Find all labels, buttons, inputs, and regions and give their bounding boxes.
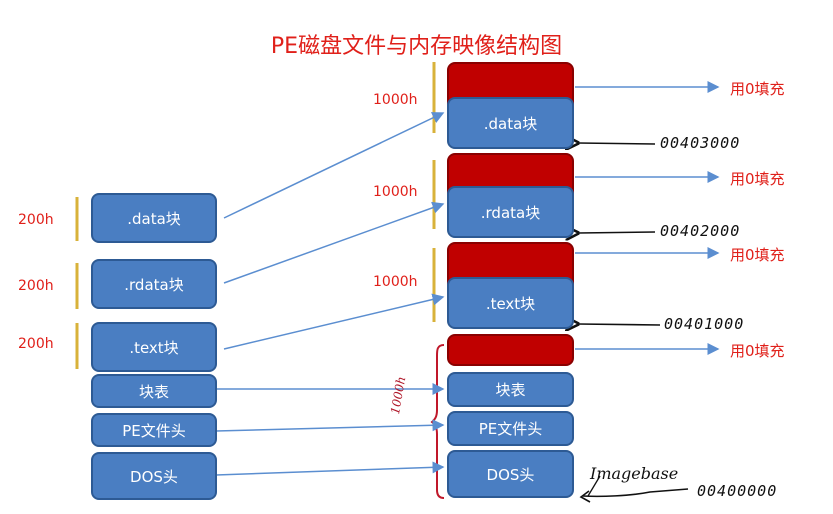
mem-section-table-block: 块表 xyxy=(447,372,574,407)
map-arrow-text xyxy=(223,293,445,350)
map-arrow-pe-header xyxy=(215,419,445,432)
disk-rdata-size: 200h xyxy=(18,278,54,294)
mem-pe-header-block: PE文件头 xyxy=(447,411,574,446)
disk-data-block: .data块 xyxy=(91,193,217,243)
header-size-bracket xyxy=(430,344,445,499)
addr-arrow-rdata xyxy=(578,232,656,233)
mem-data-size: 1000h xyxy=(373,92,418,108)
disk-pe-header-block: PE文件头 xyxy=(91,413,217,447)
diagram-title: PE磁盘文件与内存映像结构图 xyxy=(270,34,563,59)
imagebase-label: Imagebase xyxy=(590,464,679,483)
mem-data-block: .data块 xyxy=(447,97,574,149)
imagebase-arrowhead xyxy=(579,490,591,503)
mem-text-size: 1000h xyxy=(373,274,418,290)
disk-rdata-block: .rdata块 xyxy=(91,259,217,309)
disk-data-size: 200h xyxy=(18,212,54,228)
addr-arrow-data xyxy=(578,143,656,144)
fill-label-data: 用0填充 xyxy=(730,80,785,98)
fill-label-header: 用0填充 xyxy=(730,342,785,360)
disk-section-table-block: 块表 xyxy=(91,374,217,408)
disk-dos-header-block: DOS头 xyxy=(91,452,217,500)
map-arrow-rdata xyxy=(223,201,445,284)
addr-arrow-text xyxy=(578,324,661,325)
map-arrow-dos-header xyxy=(215,461,445,476)
map-arrow-data xyxy=(223,112,445,219)
fill-label-text: 用0填充 xyxy=(730,246,785,264)
address-data: 00403000 xyxy=(660,134,741,152)
mem-text-block: .text块 xyxy=(447,277,574,329)
imagebase-pointer xyxy=(582,488,689,498)
mem-dos-header-block: DOS头 xyxy=(447,450,574,498)
disk-text-size: 200h xyxy=(18,336,54,352)
mem-header-padding xyxy=(447,334,574,366)
address-rdata: 00402000 xyxy=(660,222,741,240)
mem-rdata-size: 1000h xyxy=(373,184,418,200)
address-text: 00401000 xyxy=(664,315,745,333)
fill-label-rdata: 用0填充 xyxy=(730,170,785,188)
imagebase-address: 00400000 xyxy=(697,482,778,500)
disk-text-block: .text块 xyxy=(91,322,217,372)
imagebase-tick xyxy=(587,475,601,497)
mem-rdata-block: .rdata块 xyxy=(447,186,574,238)
